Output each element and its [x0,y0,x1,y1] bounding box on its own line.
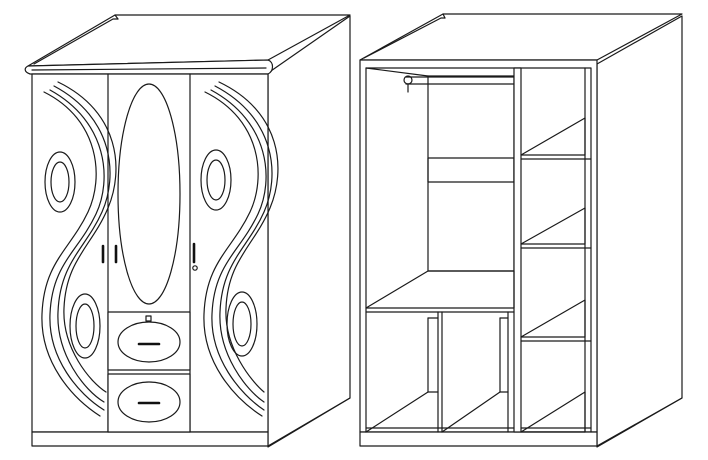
side-panel [267,15,351,448]
lock-icon [145,315,152,322]
inner-back [365,67,592,433]
right-shelf-stack [520,67,592,433]
carcass-base [359,431,598,447]
oval-mirror [117,83,181,305]
carcass-front [359,59,598,433]
keyhole-icon [192,265,198,271]
left-door-ornament [41,81,117,417]
base-plinth [31,431,269,447]
closed-wardrobe [24,14,351,448]
top-ledge-right [363,17,446,59]
hanging-base-shelf [365,270,515,309]
drawer-upper-oval [117,321,181,363]
open-wardrobe-interior [359,13,683,448]
vertical-divider [513,67,522,433]
top-ledge [33,18,119,65]
side-panel-right [596,15,683,448]
drawer-lower-oval [117,381,181,423]
right-door-ornament [200,81,279,417]
